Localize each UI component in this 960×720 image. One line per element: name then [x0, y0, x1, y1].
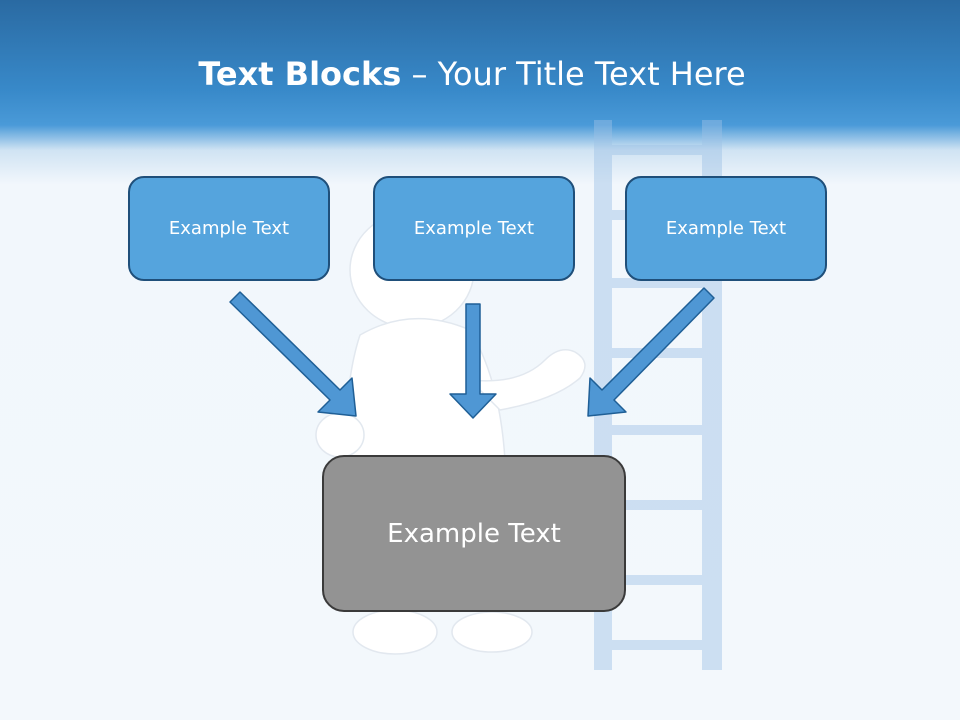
text-block-left-label: Example Text: [168, 218, 290, 239]
title-dash: –: [401, 55, 438, 93]
arrow-left: [229, 291, 357, 417]
text-block-center: Example Text: [373, 176, 575, 281]
title-bold: Text Blocks: [198, 55, 402, 93]
slide-title: Text Blocks – Your Title Text Here: [0, 52, 944, 96]
title-rest: Your Title Text Here: [437, 55, 746, 93]
center-text-block: Example Text: [322, 455, 626, 612]
arrow-center: [449, 303, 497, 419]
center-text-block-label: Example Text: [387, 518, 561, 549]
text-block-left: Example Text: [128, 176, 330, 281]
arrow-right: [587, 287, 715, 417]
text-block-right: Example Text: [625, 176, 827, 281]
text-block-right-label: Example Text: [665, 218, 787, 239]
arrows: [229, 287, 715, 419]
text-block-center-label: Example Text: [413, 218, 535, 239]
